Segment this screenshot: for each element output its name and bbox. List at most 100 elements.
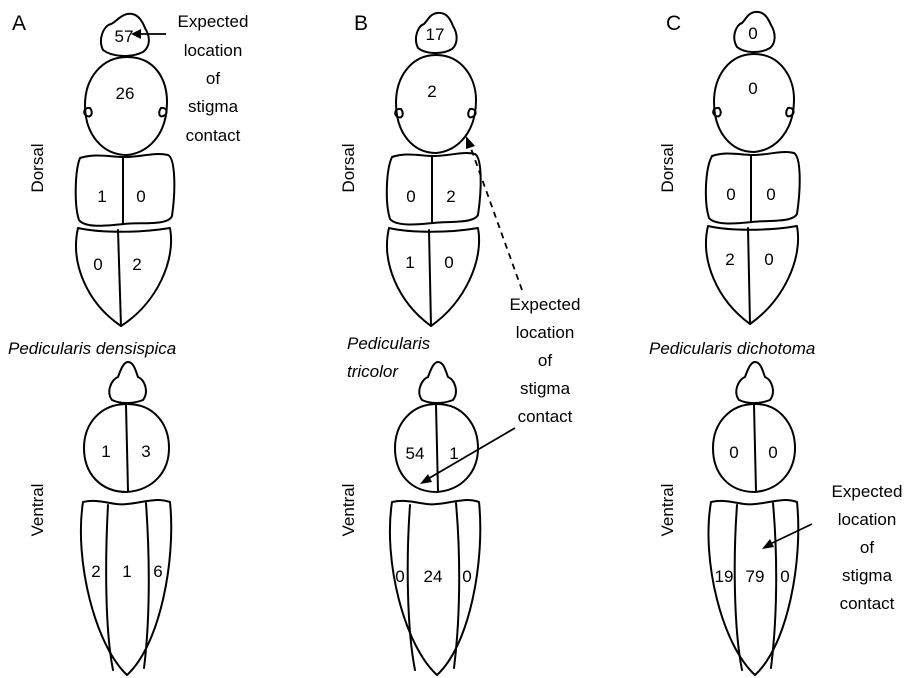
panel-c-dorsal-thorax-count: 0: [748, 79, 757, 98]
panel-b-dorsal-head-count: 17: [426, 25, 445, 44]
panel-b-ventral-arrowhead: [420, 474, 432, 484]
panel-a-ventral-abd-mid-count: 1: [122, 562, 131, 581]
panel-c-annotation-line-1: Expected: [832, 482, 903, 501]
panel-c-dorsal-thorax: [714, 54, 794, 152]
panel-b-dorsal-abd2-right-count: 0: [444, 253, 453, 272]
panel-b-species-line-2: tricolor: [347, 362, 399, 381]
panel-b-dorsal-label: Dorsal: [339, 143, 358, 192]
panel-a-annotation-line-5: contact: [186, 126, 241, 145]
panel-b-dorsal-thorax-count: 2: [427, 82, 436, 101]
panel-b-annotation-line-5: contact: [518, 407, 573, 426]
panel-c-dorsal-label: Dorsal: [658, 143, 677, 192]
panel-c-letter: C: [666, 12, 681, 35]
panel-c-dorsal-abd2-left-count: 2: [725, 250, 734, 269]
panel-a-dorsal-abd1-right-count: 0: [136, 187, 145, 206]
panel-b-dorsal-abd2-left-count: 1: [405, 253, 414, 272]
panel-b-ventral-abd-right-count: 0: [462, 567, 471, 586]
panel-a-dorsal-bee: 57 26 1 0 0 2: [76, 14, 175, 326]
panel-c-ventral-head: [736, 362, 773, 403]
panel-c-dorsal-bee: 0 0 0 0 2 0: [706, 12, 800, 324]
panel-b-dorsal-thorax: [396, 55, 476, 153]
panel-b-annotation: Expected location of stigma contact: [510, 295, 581, 426]
panel-b-ventral-abdomen: [390, 500, 480, 675]
panel-c-dorsal-abdomen2-divider: [748, 228, 750, 324]
panel-c-annotation-line-2: location: [838, 510, 897, 529]
panel-b-ventral-thorax-divider: [436, 405, 438, 491]
panel-c-ventral-abd-mid-count: 79: [746, 567, 765, 586]
panel-b-ventral-label: Ventral: [339, 484, 358, 537]
panel-c-annotation-arrowhead: [762, 539, 774, 549]
panel-b-dorsal-abdomen2: [387, 228, 479, 326]
panel-a-annotation: Expected location of stigma contact: [178, 12, 249, 145]
panel-b-dorsal-bee: 17 2 0 2 1 0: [387, 13, 481, 326]
panel-b-ventral-head: [419, 362, 456, 403]
panel-c-ventral-thorax-divider: [754, 405, 756, 491]
panel-b-ventral-thorax-left-count: 54: [406, 444, 425, 463]
panel-a-ventral-head: [109, 362, 146, 403]
panel-a-dorsal-thorax-count: 26: [116, 84, 135, 103]
panel-a-dorsal-head-count: 57: [115, 27, 134, 46]
panel-b-dorsal-dashed-arrowhead: [466, 136, 475, 149]
panel-c-dorsal-abd1-right-count: 0: [766, 185, 775, 204]
panel-c-ventral-abdomen-divider-right: [771, 503, 776, 668]
panel-c-ventral-abd-left-count: 19: [715, 567, 734, 586]
panel-a-annotation-line-2: location: [184, 41, 243, 60]
panel-b-dorsal-abd1-left-count: 0: [406, 187, 415, 206]
panel-b-dorsal-abdomen2-divider: [429, 230, 431, 326]
panel-a-ventral-abd-right-count: 6: [153, 562, 162, 581]
panel-b-species: Pedicularis tricolor: [347, 334, 431, 381]
panel-a-species: Pedicularis densispica: [8, 339, 176, 358]
panel-b-ventral-abd-mid-count: 24: [424, 567, 443, 586]
panel-c-dorsal-abdomen1: [706, 152, 800, 223]
panel-c-ventral-bee: 0 0 19 79 0: [708, 362, 798, 675]
panel-b-annotation-line-1: Expected: [510, 295, 581, 314]
panel-c-annotation-line-5: contact: [840, 594, 895, 613]
panel-b-annotation-line-4: stigma: [520, 379, 571, 398]
panel-b-ventral-abd-left-count: 0: [395, 567, 404, 586]
panel-c-ventral-abdomen: [708, 500, 798, 675]
panel-a-dorsal-label: Dorsal: [28, 143, 47, 192]
panel-c-dorsal-abd1-left-count: 0: [726, 185, 735, 204]
panel-b-ventral-bee: 54 1 0 24 0: [390, 362, 480, 675]
panel-a-annotation-line-3: of: [206, 69, 220, 88]
panel-a-annotation-line-4: stigma: [188, 97, 239, 116]
panel-c-ventral-thorax-left-count: 0: [729, 443, 738, 462]
panel-a-ventral-label: Ventral: [28, 484, 47, 537]
panel-c-dorsal-head-count: 0: [748, 24, 757, 43]
panel-c-annotation-line-4: stigma: [842, 566, 893, 585]
panel-b-species-line-1: Pedicularis: [347, 334, 431, 353]
panel-a-dorsal-abd1-left-count: 1: [97, 187, 106, 206]
panel-b-annotation-line-2: location: [516, 323, 575, 342]
panel-a-ventral-bee: 1 3 2 1 6: [81, 362, 171, 675]
panel-b-ventral-abdomen-divider-left: [408, 505, 415, 670]
panel-c-annotation-line-3: of: [860, 538, 874, 557]
panel-b-letter: B: [354, 12, 368, 35]
panel-b-annotation-line-3: of: [538, 351, 552, 370]
panel-a-dorsal-abdomen2: [76, 228, 171, 326]
panel-c-species: Pedicularis dichotoma: [649, 339, 815, 358]
panel-b-ventral-thorax-right-count: 1: [449, 444, 458, 463]
panel-a-dorsal-abdomen2-divider: [118, 230, 121, 326]
panel-a-dorsal-abdomen1: [76, 154, 175, 226]
panel-a-ventral-abd-left-count: 2: [91, 562, 100, 581]
panel-c-ventral-abd-right-count: 0: [780, 567, 789, 586]
panel-c-ventral-thorax-right-count: 0: [768, 443, 777, 462]
panel-a: A 57 26 1 0 0 2 Dorsal Expected location…: [8, 12, 248, 675]
panel-b-dorsal-abd1-right-count: 2: [446, 187, 455, 206]
panel-c-annotation: Expected location of stigma contact: [832, 482, 903, 613]
panel-a-ventral-thorax-divider: [126, 405, 128, 491]
panel-c: C 0 0 0 0 2 0 Dorsal Pedicularis dichoto…: [649, 12, 902, 675]
panel-a-annotation-line-1: Expected: [178, 12, 249, 31]
panel-c-ventral-abdomen-divider-left: [735, 505, 742, 670]
panel-a-dorsal-abd2-left-count: 0: [93, 255, 102, 274]
panel-a-ventral-thorax-right-count: 3: [141, 442, 150, 461]
panel-c-dorsal-abd2-right-count: 0: [764, 250, 773, 269]
panel-a-dorsal-thorax: [85, 57, 167, 155]
panel-b-dorsal-abdomen1: [387, 153, 481, 224]
panel-c-dorsal-abdomen2: [706, 226, 798, 324]
panel-a-letter: A: [12, 12, 26, 35]
panel-c-ventral-label: Ventral: [658, 484, 677, 537]
panel-a-ventral-abdomen: [81, 500, 171, 675]
panel-a-ventral-thorax-left-count: 1: [101, 442, 110, 461]
